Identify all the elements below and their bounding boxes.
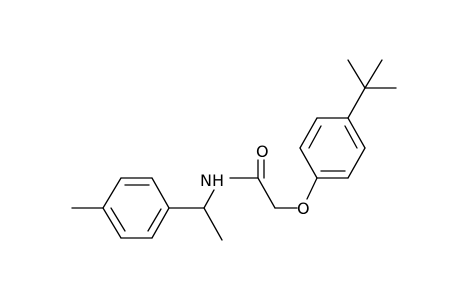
tert-butylphenyl-ring [299,117,366,179]
ring-bond [102,207,122,239]
ch-methyl-bond [203,207,223,241]
ring-bond [347,117,366,149]
ring-bond [102,177,122,209]
carbonyl-to-ch2-bond [257,177,276,209]
ring-double-bond [147,208,162,232]
ring-bond [347,147,366,179]
ring-double-bond [110,207,126,232]
ring-to-quaternary-bond [347,87,366,119]
nh-label: NH [200,171,224,190]
tolyl-ring [102,177,170,239]
ch-to-nh-bond [203,189,215,209]
ring-double-bond [344,125,358,149]
ring-bond [299,147,318,179]
ring-bond [151,177,170,209]
oxygen-to-ring-bond [306,177,318,200]
tbutyl-methyl-bond [347,59,366,89]
tbutyl-methyl-bond [364,59,383,89]
ether-oxygen-label: O [297,199,310,218]
carbonyl-oxygen-label: O [256,142,269,161]
ring-double-bond [308,125,322,149]
ring-bond [151,207,170,239]
ring-bond [299,117,318,149]
